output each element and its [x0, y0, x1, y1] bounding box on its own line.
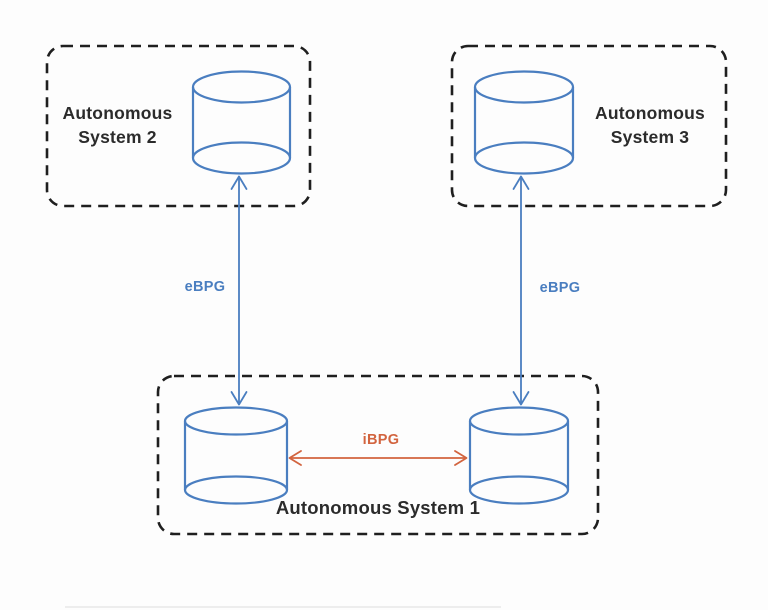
ebgp-right-label: eBPG [540, 280, 581, 296]
ebgp-left-label: eBPG [185, 279, 226, 295]
as2-label-line1: Autonomous [63, 103, 173, 123]
system-boxes [45, 44, 728, 536]
ebgp-right-arrow [512, 175, 530, 406]
ebgp-left-arrow [230, 175, 248, 406]
ebgp-labels: eBPG eBPG [185, 279, 581, 296]
as1-box [156, 374, 600, 536]
ebgp-arrows [230, 175, 530, 406]
as2-label-line2: System 2 [78, 127, 157, 147]
as2-router-cylinder-icon [191, 70, 292, 175]
ibgp-label-group: iBPG [363, 432, 400, 448]
as3-label-line1: Autonomous [595, 103, 705, 123]
as1-router-left-cylinder-icon [183, 406, 289, 505]
system-labels: Autonomous System 2 Autonomous System 3 … [63, 103, 705, 518]
ibgp-arrow [288, 450, 468, 466]
as1-label: Autonomous System 1 [276, 497, 480, 518]
ibgp-label: iBPG [363, 432, 400, 448]
as1-router-right-cylinder-icon [468, 406, 570, 505]
router-cylinders [183, 70, 575, 505]
as3-label-line2: System 3 [611, 127, 690, 147]
faint-divider-line [65, 606, 501, 608]
as3-router-cylinder-icon [473, 70, 575, 175]
as2-box [45, 44, 312, 208]
as3-box [450, 44, 728, 208]
